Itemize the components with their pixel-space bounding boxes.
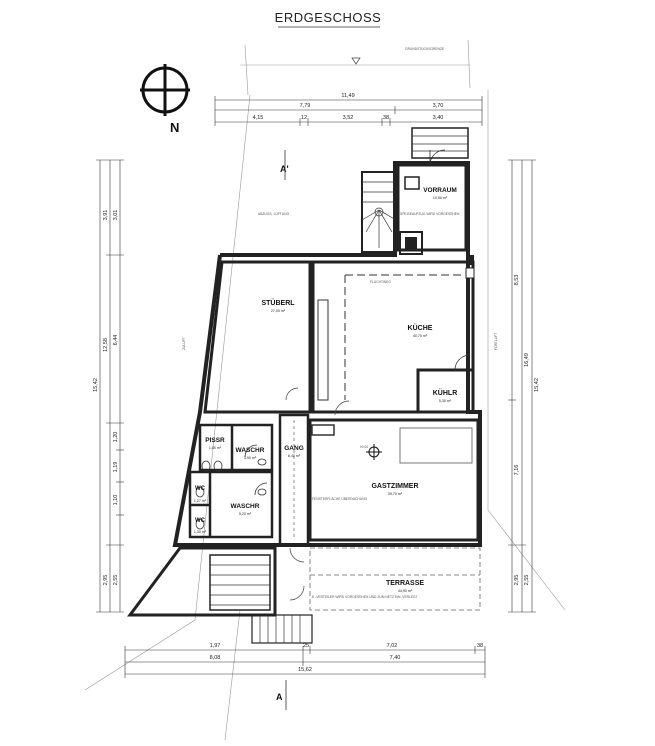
area-terrasse: 44,90 m² [398, 589, 413, 593]
dim-bottom-2a: 8,08 [210, 655, 221, 661]
top-note: GRUNDSTÜCKSGRENZE [405, 47, 445, 51]
dim-left-9: 2,95 [103, 575, 109, 586]
label-gang: GANG [284, 445, 304, 452]
room-gang [278, 413, 310, 547]
plan-title: ERDGESCHOSS [275, 10, 382, 25]
dim-right-2: 16,49 [524, 353, 530, 367]
dim-bottom-1b: 25 [303, 643, 309, 649]
dim-lines-bottom [124, 646, 486, 678]
area-waschr-2: 5,20 m² [239, 512, 252, 516]
dim-right-3: 8,53 [514, 275, 520, 286]
dim-right-4: 7,16 [514, 465, 520, 476]
note-abzug: ABZUGS- LÜFTUNG [258, 212, 290, 216]
area-wc-2: 1,30 m² [194, 530, 207, 534]
spiral-stairs [361, 171, 397, 253]
note-fortluft: FORTLUFT [494, 333, 498, 350]
section-marker-top: A' [280, 164, 289, 174]
area-vorraum: 10,50 m² [433, 196, 448, 200]
label-stueberl: STÜBERL [261, 298, 295, 307]
dim-top-2b: 3,70 [433, 103, 444, 109]
dim-left-7: 1,19 [113, 462, 119, 473]
dim-top-3d: 38 [383, 115, 389, 121]
dim-bottom-1c: 7,02 [387, 643, 398, 649]
dim-left-6: 1,20 [113, 432, 119, 443]
dim-left-10: 2,55 [113, 575, 119, 586]
note-level: ±0,00 [360, 445, 368, 449]
vorraum-block [396, 149, 468, 255]
dim-lines-right [508, 159, 536, 613]
label-gastzimmer: GASTZIMMER [371, 483, 418, 490]
dim-top-3e: 3,40 [433, 115, 444, 121]
dim-top-3c: 3,52 [343, 115, 354, 121]
lower-stairs [127, 546, 313, 644]
dim-top-3b: 12 [301, 115, 307, 121]
dim-left-2: 12,58 [103, 338, 109, 352]
compass-icon: N [140, 64, 190, 135]
room-labels: VORRAUM 10,50 m² STÜBERL 27,00 m² KÜCHE … [194, 187, 457, 593]
dim-left-4: 3,01 [113, 210, 119, 221]
area-wc-1: 1,27 m² [194, 499, 207, 503]
north-triangle-marker [351, 57, 361, 65]
area-pissr: 1,80 m² [209, 446, 222, 450]
dim-top-3a: 4,15 [253, 115, 264, 121]
dim-left-5: 3,91 [103, 210, 109, 221]
compass-label: N [170, 120, 179, 135]
door-swings [285, 387, 350, 601]
dim-left-3: 6,44 [113, 335, 119, 346]
dim-left-8: 1,10 [113, 495, 119, 506]
area-kuehlr: 5,30 m² [439, 399, 452, 403]
dim-bottom-1a: 1,97 [210, 643, 221, 649]
dim-top-2a: 7,79 [300, 103, 311, 109]
wet-rooms [188, 423, 274, 539]
note-speise: SPEISEAUFZUG WIRD VORGESEHEN [400, 212, 460, 216]
entry-stairs-top [411, 127, 469, 159]
note-fenster: FENSTERFLÄCHE ÜBERDACHUNG [312, 497, 368, 501]
room-gastzimmer [308, 418, 480, 542]
dim-right-6: 2,55 [524, 575, 530, 586]
label-wc-1: WC [195, 486, 206, 492]
label-kueche: KÜCHE [408, 323, 433, 332]
property-lines [84, 39, 566, 741]
label-pissr: PISSR [205, 437, 225, 444]
area-kueche: 40,70 m² [413, 334, 428, 338]
note-terrasse: E.-VERTEILER WIRD VORGESEHEN UND ZUM NET… [312, 595, 418, 599]
label-terrasse: TERRASSE [386, 580, 424, 587]
label-kuehlr: KÜHLR [433, 388, 458, 397]
area-gastzimmer: 39,70 m² [388, 492, 403, 496]
section-marker-bottom: A [276, 692, 283, 702]
label-vorraum: VORRAUM [423, 187, 457, 194]
label-wc-2: WC [195, 518, 206, 524]
area-gang: 6,40 m² [288, 454, 301, 458]
plan-notes: ABZUGS- LÜFTUNG FLUCHTWEG SPEISEAUFZUG W… [182, 212, 498, 599]
dim-bottom-3: 15,62 [298, 667, 312, 673]
room-kueche [311, 255, 475, 414]
dim-right-5: 2,95 [514, 575, 520, 586]
note-zuluft: ZULUFT [182, 337, 186, 350]
label-waschr-2: WASCHR [231, 503, 260, 510]
area-stueberl: 27,00 m² [271, 309, 286, 313]
dim-top-1: 11,49 [341, 93, 354, 99]
dim-lines-top [214, 96, 483, 126]
dim-left-1: 15,42 [93, 378, 99, 392]
sanitary-fixtures [195, 444, 268, 530]
dim-bottom-2b: 7,40 [390, 655, 401, 661]
label-waschr-1: WASCHR [236, 447, 265, 454]
room-kuehlr [416, 354, 475, 414]
dim-bottom-1d: 38 [477, 643, 483, 649]
dim-lines-left [96, 159, 124, 613]
dim-right-1: 15,42 [534, 378, 540, 392]
room-stueberl [203, 260, 312, 414]
note-flucht: FLUCHTWEG [370, 280, 391, 284]
terrasse-area [309, 547, 481, 611]
area-waschr-1: 3,90 m² [244, 456, 257, 460]
